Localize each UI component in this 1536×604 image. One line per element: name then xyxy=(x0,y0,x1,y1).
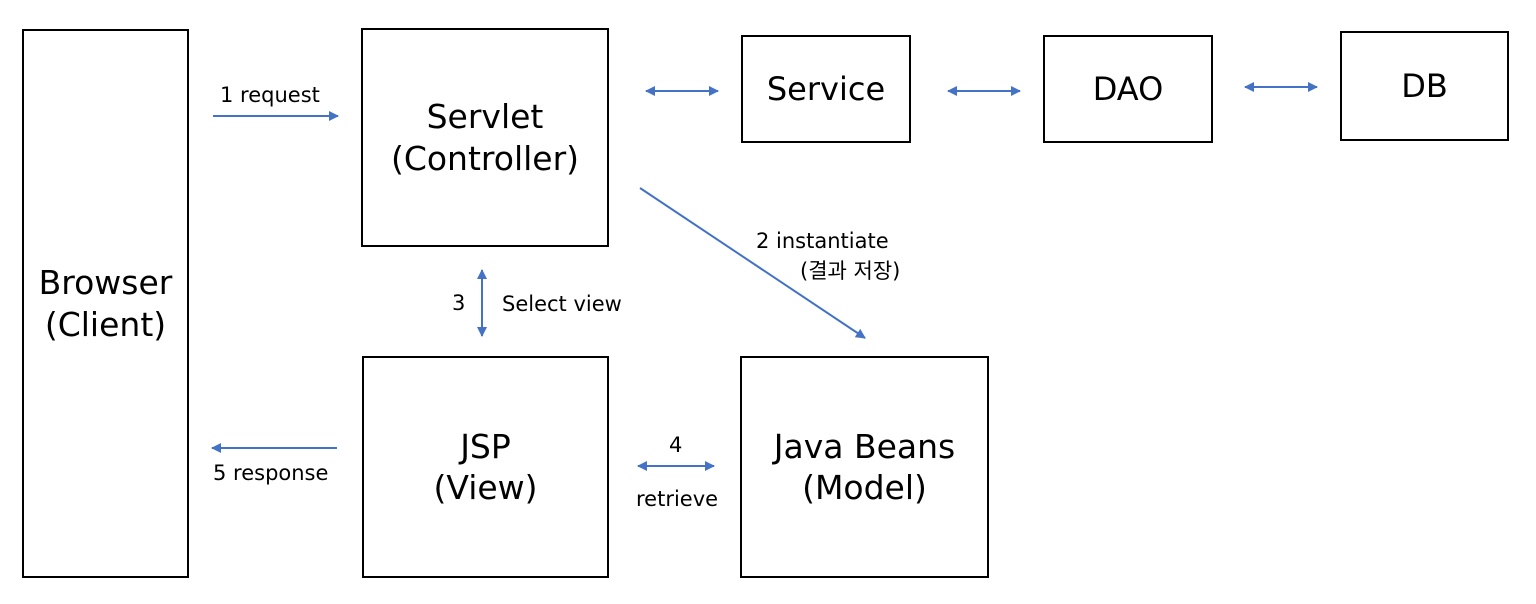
service-label: Service xyxy=(766,70,886,108)
instantiate-arrow xyxy=(639,187,866,339)
javabeans-model-box: Java Beans (Model) xyxy=(740,356,989,578)
view-label: (View) xyxy=(433,468,538,507)
client-label: (Client) xyxy=(44,304,167,344)
browser-client-box: Browser (Client) xyxy=(22,29,189,578)
jsp-view-box: JSP (View) xyxy=(362,356,609,578)
service-box: Service xyxy=(741,35,911,143)
jsp-label: JSP xyxy=(460,426,511,466)
dao-label: DAO xyxy=(1092,70,1164,108)
request-label: 1 request xyxy=(220,83,320,107)
javabeans-label: Java Beans xyxy=(773,426,956,466)
instantiate-label: 2 instantiate xyxy=(756,229,889,253)
response-label: 5 response xyxy=(213,461,329,485)
dao-box: DAO xyxy=(1043,35,1213,143)
db-box: DB xyxy=(1340,31,1509,141)
model-label: (Model) xyxy=(802,468,927,507)
servlet-label: Servlet xyxy=(426,97,544,137)
db-label: DB xyxy=(1401,67,1448,105)
retrieve-label: retrieve xyxy=(636,487,719,511)
select-view-label: Select view xyxy=(502,292,622,316)
browser-label: Browser xyxy=(38,263,173,303)
select-view-number: 3 xyxy=(452,291,466,315)
retrieve-number: 4 xyxy=(669,433,683,457)
servlet-controller-box: Servlet (Controller) xyxy=(361,28,609,247)
controller-label: (Controller) xyxy=(390,138,580,178)
instantiate-note-label: (결과 저장) xyxy=(800,259,901,283)
